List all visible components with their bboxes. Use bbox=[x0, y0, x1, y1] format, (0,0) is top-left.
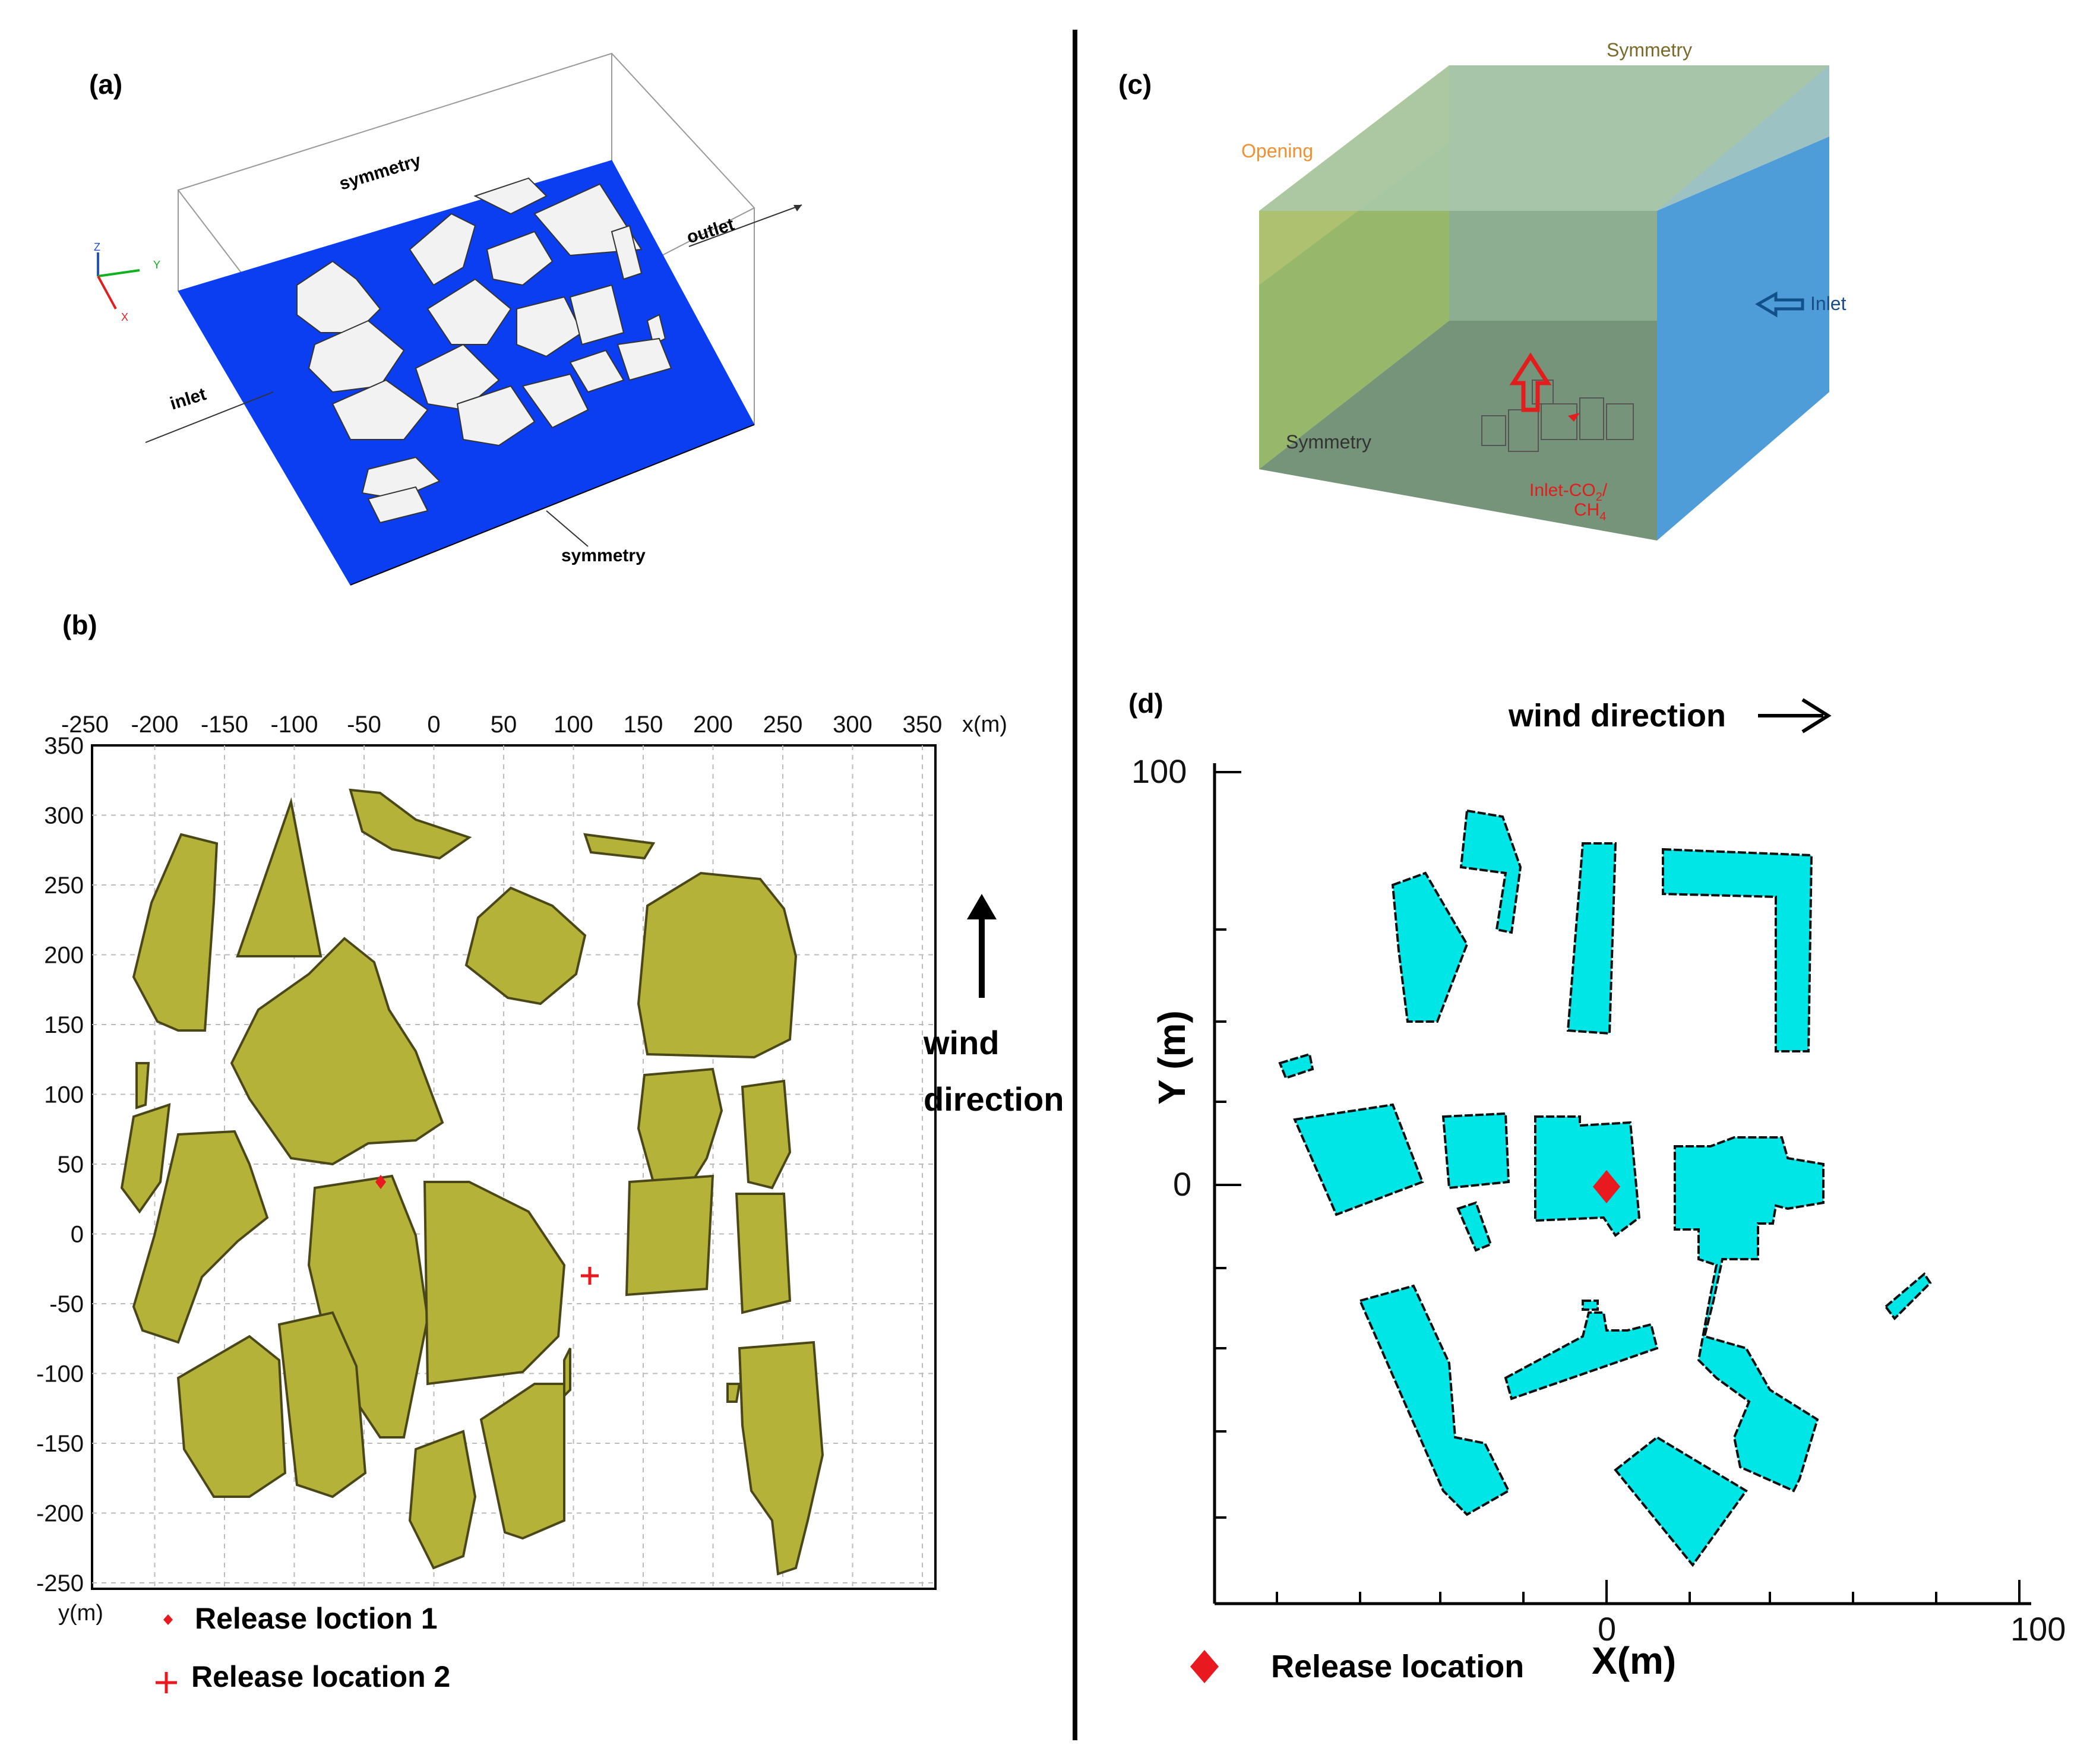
release-marker-d bbox=[1593, 1170, 1620, 1203]
x-tick-label: 50 bbox=[491, 712, 517, 738]
d-x-tick-0: 0 bbox=[1598, 1610, 1616, 1648]
panel-a-label: (a) bbox=[89, 69, 122, 100]
x-tick-label: 350 bbox=[903, 712, 943, 738]
legend-label-d: Release location bbox=[1271, 1649, 1524, 1684]
y-tick-label: -250 bbox=[36, 1570, 84, 1597]
y-tick-label: 300 bbox=[44, 803, 84, 829]
label-c-symmetry-bottom: Symmetry bbox=[1286, 431, 1371, 453]
y-tick-label: 100 bbox=[44, 1082, 84, 1108]
x-tick-label: 300 bbox=[833, 712, 872, 738]
y-tick-label: -100 bbox=[36, 1361, 84, 1387]
axis-z: Z bbox=[94, 241, 100, 253]
y-tick-label: 150 bbox=[44, 1012, 84, 1038]
x-tick-label: -200 bbox=[131, 712, 178, 738]
y-tick-label: 250 bbox=[44, 872, 84, 899]
y-tick-label: 50 bbox=[58, 1152, 84, 1178]
axis-x: X bbox=[121, 311, 128, 323]
x-tick-label: -150 bbox=[201, 712, 248, 738]
inlet-arrow-c bbox=[1755, 291, 1804, 318]
d-y-tick-0: 0 bbox=[1173, 1165, 1191, 1203]
d-xlabel: X(m) bbox=[1592, 1639, 1676, 1682]
label-c-inlet-gas-2: CH4 bbox=[1574, 500, 1606, 523]
x-tick-label: 250 bbox=[763, 712, 803, 738]
legend-marker-2 bbox=[156, 1672, 177, 1693]
wind-arrow-d bbox=[1758, 698, 1832, 734]
wind-label-d: wind direction bbox=[1508, 698, 1726, 734]
panel-c: (c) Symmetry Opening Inlet Symme bbox=[1118, 39, 1846, 540]
panel-b-label: (b) bbox=[62, 609, 97, 640]
x-tick-label: -250 bbox=[61, 712, 109, 738]
x-tick-label: 0 bbox=[427, 712, 440, 738]
label-c-inlet-gas: Inlet-CO2/ bbox=[1529, 480, 1608, 504]
y-tick-label: -200 bbox=[36, 1501, 84, 1527]
axis-d-ticks bbox=[1215, 771, 2021, 1604]
plot-b-y-ticks: 350 300 250 200 150 100 50 0 -50 -100 -150 -200 -250 bbox=[36, 733, 84, 1597]
plot-d-buildings bbox=[1278, 809, 1932, 1567]
panel-a: (a) bbox=[89, 52, 802, 586]
release-marker-1 bbox=[375, 1175, 386, 1189]
plot-b-buildings bbox=[120, 788, 824, 1576]
y-tick-label: 350 bbox=[44, 733, 84, 759]
panel-b: (b) -250 -200 -150 -100 -50 0 50 100 150 200 250 30… bbox=[36, 609, 1064, 1693]
y-tick-label: -50 bbox=[49, 1291, 84, 1317]
d-y-tick-100: 100 bbox=[1131, 753, 1187, 790]
wind-arrow-b bbox=[967, 894, 997, 998]
label-outlet: outlet bbox=[684, 214, 736, 247]
outlet-arrow-c bbox=[1509, 352, 1552, 412]
label-inlet: inlet bbox=[167, 384, 208, 414]
y-tick-label: -150 bbox=[36, 1431, 84, 1457]
x-tick-label: 100 bbox=[554, 712, 593, 738]
label-c-opening: Opening bbox=[1241, 140, 1313, 162]
x-tick-label: -50 bbox=[347, 712, 381, 738]
buildings-3d bbox=[296, 177, 672, 524]
y-tick-label: 200 bbox=[44, 943, 84, 969]
wind-label-b-1: wind bbox=[923, 1024, 1000, 1061]
wind-label-b-2: direction bbox=[924, 1080, 1064, 1118]
d-x-tick-100: 100 bbox=[2010, 1610, 2066, 1648]
label-top-symmetry: symmetry bbox=[337, 151, 423, 194]
axis-y: Y bbox=[153, 259, 160, 271]
label-c-symmetry-top: Symmetry bbox=[1607, 39, 1692, 61]
x-tick-label: 150 bbox=[624, 712, 663, 738]
d-ylabel: Y (m) bbox=[1150, 1010, 1193, 1105]
axis-triad: Z Y X bbox=[94, 241, 160, 323]
legend-marker-d bbox=[1190, 1650, 1219, 1683]
face-inlet bbox=[1657, 137, 1829, 540]
plot-b-y-unit: y(m) bbox=[58, 1601, 103, 1626]
label-c-inlet: Inlet bbox=[1810, 293, 1846, 314]
release-marker-2 bbox=[581, 1267, 599, 1285]
panel-d-label: (d) bbox=[1128, 688, 1163, 719]
x-tick-label: 200 bbox=[693, 712, 733, 738]
plot-b-x-unit: x(m) bbox=[962, 712, 1007, 737]
label-bottom-symmetry: symmetry bbox=[561, 546, 646, 565]
panel-d: (d) wind direction bbox=[1128, 688, 2066, 1684]
x-tick-label: -100 bbox=[270, 712, 318, 738]
plot-b-x-ticks: -250 -200 -150 -100 -50 0 50 100 150 200 250 300 350 bbox=[61, 712, 942, 738]
legend-label-2: Release location 2 bbox=[191, 1660, 450, 1693]
legend-label-1: Release loction 1 bbox=[195, 1602, 438, 1635]
panel-c-label: (c) bbox=[1118, 69, 1152, 100]
legend-marker-1 bbox=[163, 1614, 173, 1625]
y-tick-label: 0 bbox=[71, 1222, 84, 1248]
